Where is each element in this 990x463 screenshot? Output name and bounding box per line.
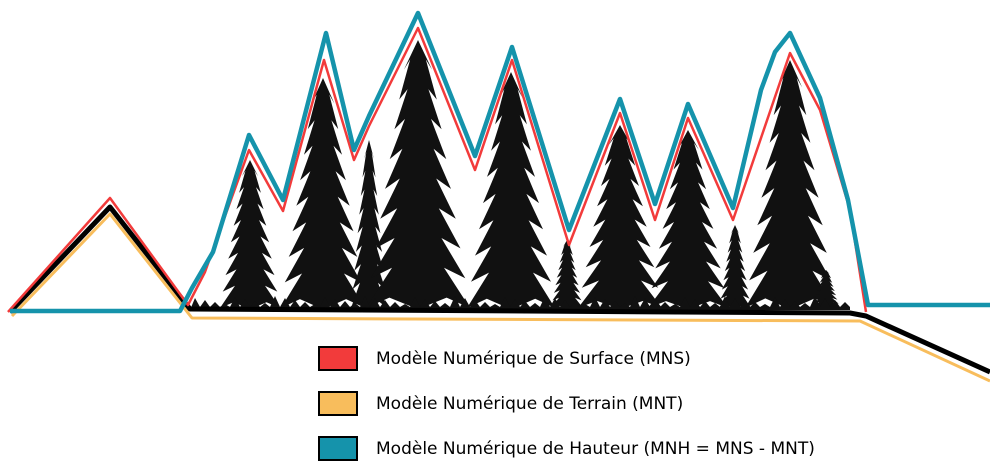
legend-item-mnh: Modèle Numérique de Hauteur (MNH = MNS -…: [318, 434, 815, 463]
forest-silhouette: [190, 40, 850, 310]
mnh-line: [10, 10, 990, 314]
mnt-line: [10, 212, 990, 383]
conifer-tree: [812, 270, 840, 308]
legend-item-mns: Modèle Numérique de Surface (MNS): [318, 344, 815, 373]
legend-label-mnh: Modèle Numérique de Hauteur (MNH = MNS -…: [376, 438, 815, 459]
conifer-tree: [351, 140, 387, 308]
conifer-tree: [551, 240, 583, 308]
conifer-tree: [220, 160, 280, 308]
conifer-tree: [366, 40, 470, 308]
conifer-tree: [467, 72, 555, 308]
mnt-swatch: [318, 391, 358, 416]
legend: Modèle Numérique de Surface (MNS) Modèle…: [318, 344, 815, 463]
conifer-tree: [578, 125, 662, 308]
legend-label-mns: Modèle Numérique de Surface (MNS): [376, 348, 691, 369]
ground-line: [8, 204, 990, 375]
mns-swatch: [318, 346, 358, 371]
mnh-swatch: [318, 436, 358, 461]
conifer-tree: [719, 225, 751, 308]
undergrowth: [190, 296, 850, 310]
conifer-tree: [745, 60, 835, 308]
legend-item-mnt: Modèle Numérique de Terrain (MNT): [318, 389, 815, 418]
legend-label-mnt: Modèle Numérique de Terrain (MNT): [376, 393, 684, 414]
canopy-model-diagram: [7, 10, 990, 383]
conifer-tree: [648, 130, 728, 308]
conifer-tree: [281, 78, 365, 308]
